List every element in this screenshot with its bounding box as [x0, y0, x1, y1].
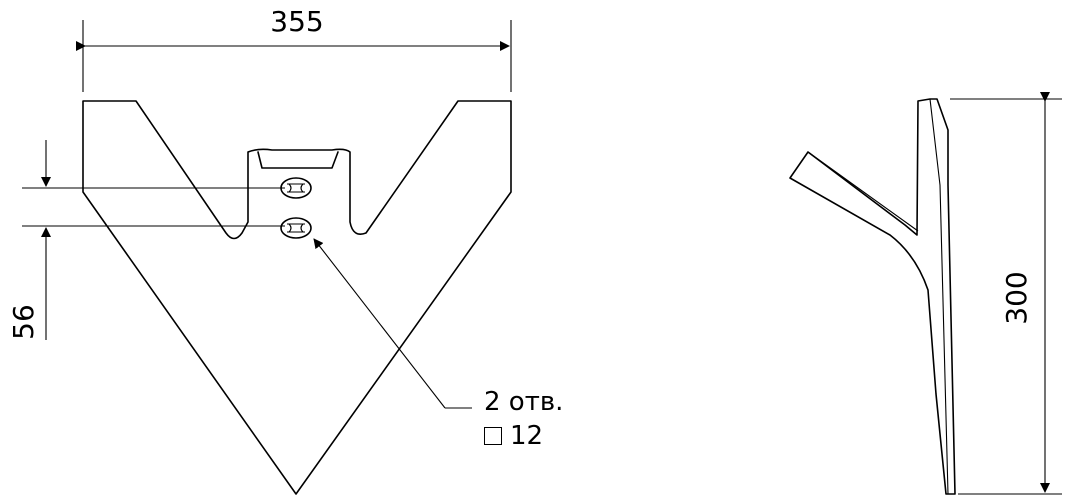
side-profile-inner [807, 98, 949, 495]
side-view [789, 98, 956, 495]
plate-inner-edge [257, 151, 339, 169]
hole-count-label: 2 отв. [484, 387, 564, 417]
mounting-hole-lower [280, 217, 312, 239]
square-icon [484, 427, 502, 445]
height-dimension-text: 300 [1000, 271, 1033, 324]
mounting-hole-upper [280, 177, 312, 199]
hole-callout: 2 отв. 12 [484, 385, 563, 453]
hole-size-label: 12 [484, 419, 563, 453]
hole-spacing-dimension: 56 [7, 140, 285, 340]
side-profile [789, 98, 956, 495]
hole-callout-leader [313, 238, 472, 409]
width-dimension: 355 [76, 5, 512, 92]
front-view [82, 100, 512, 495]
share-outline [82, 100, 512, 495]
hole-spacing-text: 56 [7, 304, 40, 340]
height-dimension: 300 [950, 92, 1062, 495]
hole-size-value: 12 [510, 421, 544, 451]
width-dimension-text: 355 [270, 5, 323, 38]
